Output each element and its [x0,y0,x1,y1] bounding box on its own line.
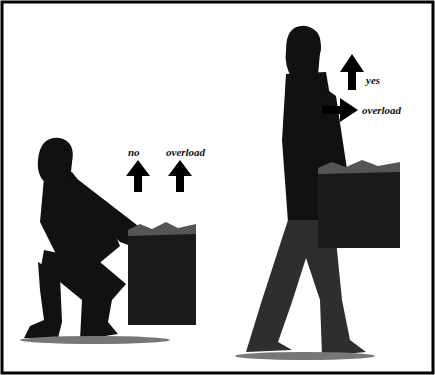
ground-shadow [20,336,170,344]
right-arrow [322,98,358,122]
annotation-label: yes [366,74,380,86]
up-arrow [340,54,364,90]
back-leg [24,262,62,338]
ground-shadow [235,352,375,360]
annotation-label: no [128,146,140,158]
annotation-label: overload [362,104,401,116]
box-top [318,160,400,174]
carried-box [318,168,400,248]
box-top [128,222,196,236]
crouching-figure [24,138,146,340]
hair [286,26,321,78]
annotation-label: overload [166,146,205,158]
lifted-box [128,230,196,325]
up-arrow [126,160,150,192]
up-arrow [168,160,192,192]
